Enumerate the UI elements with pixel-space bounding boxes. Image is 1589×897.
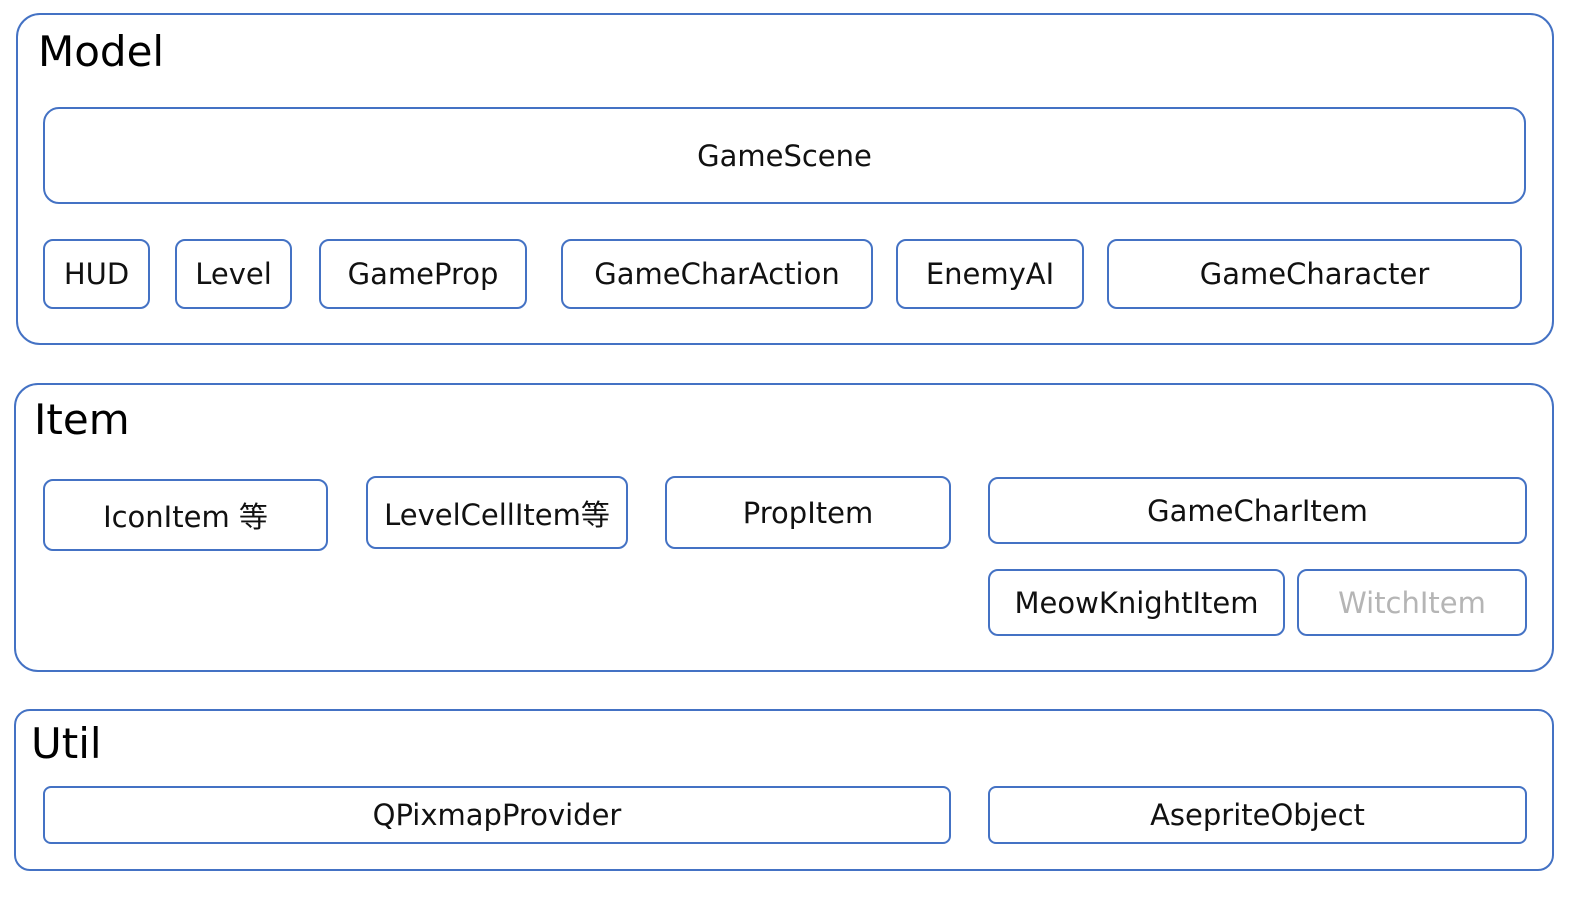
icon-item-box: IconItem 等 (43, 479, 328, 551)
util-layer-title: Util (31, 719, 102, 768)
aseprite-object-box: AsepriteObject (988, 786, 1527, 844)
model-layer: Model GameScene HUD Level GameProp GameC… (16, 13, 1554, 345)
game-scene-box: GameScene (43, 107, 1526, 204)
game-char-item-box: GameCharItem (988, 477, 1527, 544)
game-character-box: GameCharacter (1107, 239, 1522, 309)
util-layer: Util QPixmapProvider AsepriteObject (14, 709, 1554, 871)
hud-box: HUD (43, 239, 150, 309)
level-box: Level (175, 239, 292, 309)
item-layer: Item IconItem 等 LevelCellItem等 PropItem … (14, 383, 1554, 672)
qpixmap-provider-box: QPixmapProvider (43, 786, 951, 844)
level-cell-item-box: LevelCellItem等 (366, 476, 628, 549)
game-char-action-box: GameCharAction (561, 239, 873, 309)
model-layer-title: Model (38, 27, 165, 76)
game-prop-box: GameProp (319, 239, 527, 309)
prop-item-box: PropItem (665, 476, 951, 549)
item-layer-title: Item (34, 395, 130, 444)
witch-item-box: WitchItem (1297, 569, 1527, 636)
enemy-ai-box: EnemyAI (896, 239, 1084, 309)
meow-knight-item-box: MeowKnightItem (988, 569, 1285, 636)
